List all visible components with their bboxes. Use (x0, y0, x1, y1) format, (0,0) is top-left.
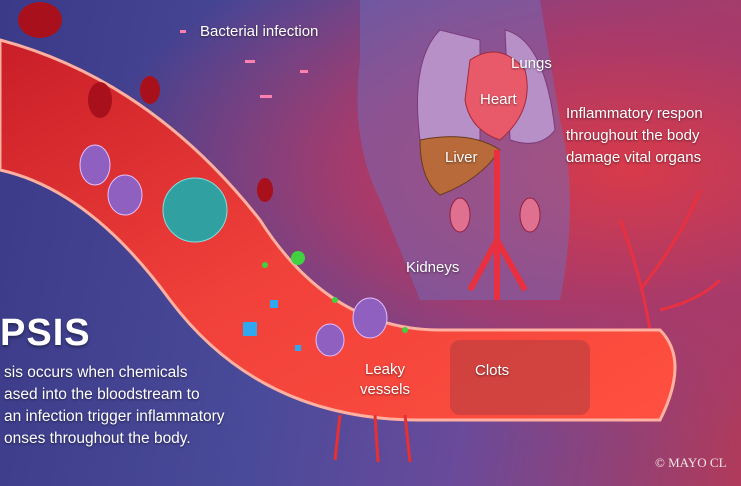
inflammatory-line: throughout the body (566, 127, 700, 144)
bacteria (180, 30, 308, 98)
inflammatory-line: damage vital organs (566, 149, 702, 166)
description-line: onses throughout the body. (4, 430, 191, 447)
chemical-particles (262, 251, 408, 333)
inflammatory-line: Inflammatory respon (566, 105, 703, 122)
label-leaky-vessels: Leaky vessels (360, 360, 410, 400)
description-line: sis occurs when chemicals (4, 364, 188, 381)
leaky-line: Leaky (365, 361, 406, 378)
chemical-squares (243, 300, 301, 351)
aorta (467, 150, 528, 300)
clot (450, 340, 590, 415)
white-blood-cells (79, 144, 388, 357)
kidneys (449, 197, 541, 233)
leak-arrows (333, 414, 412, 463)
red-blood-cells (18, 2, 273, 202)
credit: © MAYO CL (655, 455, 727, 470)
capillaries (618, 189, 722, 331)
label-liver: Liver (445, 149, 478, 166)
leaky-line: vessels (360, 381, 411, 398)
label-kidneys: Kidneys (406, 259, 460, 276)
description-line: ased into the bloodstream to (4, 386, 200, 403)
label-clots: Clots (475, 362, 510, 379)
label-lungs: Lungs (511, 55, 552, 72)
description: sis occurs when chemicals ased into the … (4, 362, 225, 450)
label-inflammatory: Inflammatory respon throughout the body … (566, 103, 703, 169)
title: PSIS (0, 312, 91, 354)
label-heart: Heart (480, 91, 517, 108)
heart (464, 51, 528, 141)
label-bacterial-infection: Bacterial infection (200, 23, 319, 40)
immune-cell (162, 177, 228, 243)
blood-vessel (0, 38, 677, 422)
liver (419, 136, 501, 196)
description-line: an infection trigger inflammatory (4, 408, 225, 425)
